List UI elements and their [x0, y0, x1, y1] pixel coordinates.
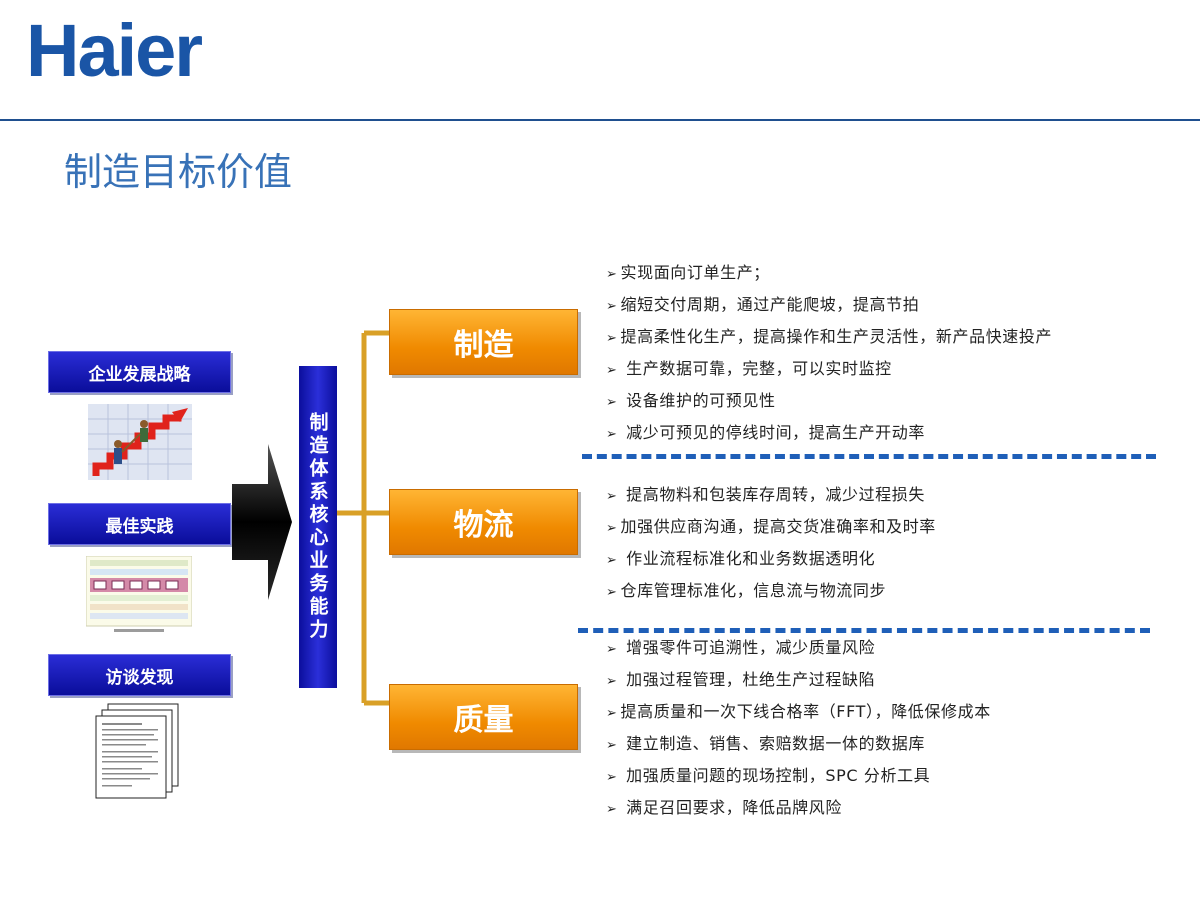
- page-title: 制造目标价值: [64, 150, 293, 194]
- section-divider: [578, 628, 1150, 633]
- category-manufacturing: 制造: [389, 309, 578, 375]
- logistics-value-list: 提高物料和包装库存周转，减少过程损失 加强供应商沟通，提高交货准确率和及时率 作…: [606, 479, 1166, 607]
- label-best-practice: 最佳实践: [48, 503, 231, 545]
- core-capability-bar: 制造体系核心业务能力: [299, 366, 337, 688]
- label-strategy: 企业发展战略: [48, 351, 231, 393]
- interview-documents-stack: [95, 703, 179, 799]
- category-logistics: 物流: [389, 489, 578, 555]
- section-divider: [582, 454, 1156, 459]
- list-item: 提高柔性化生产，提高操作和生产灵活性，新产品快速投产: [606, 321, 1166, 353]
- list-item: 增强零件可追溯性，减少质量风险: [606, 632, 1166, 664]
- haier-logo: Haier: [26, 9, 203, 92]
- list-item: 满足召回要求，降低品牌风险: [606, 792, 1166, 824]
- list-item: 减少可预见的停线时间，提高生产开动率: [606, 417, 1166, 449]
- list-item: 仓库管理标准化，信息流与物流同步: [606, 575, 1166, 607]
- list-item: 提高质量和一次下线合格率（FFT），降低保修成本: [606, 696, 1166, 728]
- list-item: 设备维护的可预见性: [606, 385, 1166, 417]
- list-item: 提高物料和包装库存周转，减少过程损失: [606, 479, 1166, 511]
- list-item: 生产数据可靠，完整，可以实时监控: [606, 353, 1166, 385]
- list-item: 建立制造、销售、索赔数据一体的数据库: [606, 728, 1166, 760]
- manufacturing-value-list: 实现面向订单生产； 缩短交付周期，通过产能爬坡，提高节拍 提高柔性化生产，提高操…: [606, 257, 1166, 449]
- list-item: 加强质量问题的现场控制，SPC 分析工具: [606, 760, 1166, 792]
- list-item: 作业流程标准化和业务数据透明化: [606, 543, 1166, 575]
- header-divider: [0, 119, 1200, 121]
- list-item: 缩短交付周期，通过产能爬坡，提高节拍: [606, 289, 1166, 321]
- growth-staircase-illustration: [88, 404, 192, 480]
- list-item: 加强过程管理，杜绝生产过程缺陷: [606, 664, 1166, 696]
- list-item: 加强供应商沟通，提高交货准确率和及时率: [606, 511, 1166, 543]
- list-item: 实现面向订单生产；: [606, 257, 1166, 289]
- right-arrow-icon: [232, 444, 292, 600]
- quality-value-list: 增强零件可追溯性，减少质量风险 加强过程管理，杜绝生产过程缺陷 提高质量和一次下…: [606, 632, 1166, 824]
- category-quality: 质量: [389, 684, 578, 750]
- label-interview-findings: 访谈发现: [48, 654, 231, 696]
- process-flow-document-thumbnail: [86, 556, 192, 632]
- core-capability-label: 制造体系核心业务能力: [306, 412, 329, 642]
